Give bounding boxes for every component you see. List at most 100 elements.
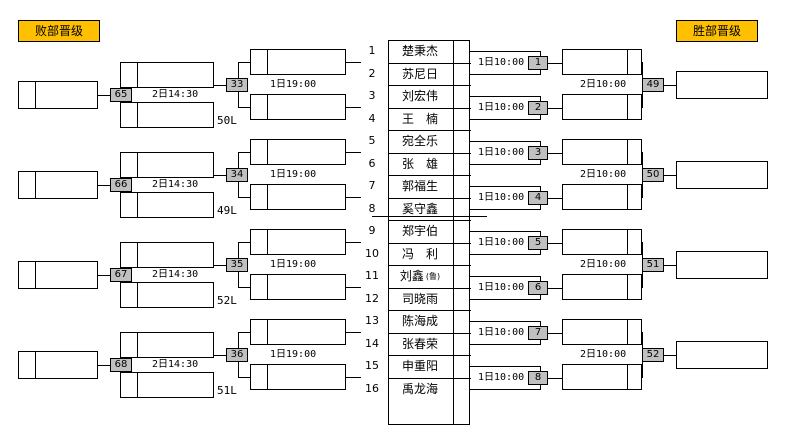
slot-divider <box>137 373 138 397</box>
match-number-badge[interactable]: 2 <box>528 101 548 115</box>
match-number-badge[interactable]: 34 <box>226 168 248 182</box>
connector-line <box>388 220 471 221</box>
losers-qualified-slot <box>18 81 98 109</box>
losers-r1-slot <box>250 364 346 390</box>
losers-r2-slot <box>120 62 214 88</box>
connector-line <box>548 288 563 289</box>
player-name[interactable]: 宛全乐 <box>388 130 452 152</box>
match-number-badge[interactable]: 49 <box>642 78 664 92</box>
player-name[interactable]: 郑宇伯 <box>388 220 452 242</box>
slot-divider <box>267 185 268 209</box>
match-number-badge[interactable]: 65 <box>110 88 132 102</box>
losers-r2-slot <box>120 192 214 218</box>
connector-line <box>238 152 251 153</box>
connector-line <box>388 175 471 176</box>
match-number-badge[interactable]: 52 <box>642 348 664 362</box>
match-number-badge[interactable]: 5 <box>528 236 548 250</box>
connector-line <box>98 95 111 96</box>
slot-divider <box>267 230 268 254</box>
player-region-mark: (鲁) <box>425 271 441 281</box>
match-number-badge[interactable]: 8 <box>528 371 548 385</box>
player-name[interactable]: 陈海成 <box>388 310 452 332</box>
match-number-badge[interactable]: 6 <box>528 281 548 295</box>
dropin-label: 52L <box>217 294 237 307</box>
connector-line <box>214 265 227 266</box>
connector-line <box>548 243 563 244</box>
connector-line <box>238 107 251 108</box>
connector-line <box>388 378 471 379</box>
connector-line <box>346 62 361 63</box>
player-name-text: 郑宇伯 <box>401 224 438 238</box>
losers-r1-slot <box>250 139 346 165</box>
match-number-badge[interactable]: 66 <box>110 178 132 192</box>
match-number-badge[interactable]: 67 <box>110 268 132 282</box>
match-number-badge[interactable]: 1 <box>528 56 548 70</box>
slot-divider <box>137 193 138 217</box>
player-name[interactable]: 刘宏伟 <box>388 85 452 107</box>
match-number-badge[interactable]: 4 <box>528 191 548 205</box>
losers-r2-slot <box>120 332 214 358</box>
losers-r2-slot <box>120 242 214 268</box>
connector-line <box>214 175 227 176</box>
match-number-badge[interactable]: 36 <box>226 348 248 362</box>
connector-line <box>664 355 677 356</box>
player-name-text: 宛全乐 <box>401 134 438 148</box>
slot-divider <box>35 82 36 108</box>
connector-line <box>470 96 541 97</box>
player-name-text: 苏尼日 <box>401 67 438 81</box>
player-name[interactable]: 郭福生 <box>388 175 452 197</box>
player-name[interactable]: 奚守鑫 <box>388 198 452 220</box>
winners-qualified-slot <box>676 341 768 369</box>
connector-line <box>346 377 361 378</box>
connector-line <box>388 108 471 109</box>
connector-line <box>470 231 541 232</box>
seed-number: 4 <box>368 112 376 125</box>
match-number-badge[interactable]: 51 <box>642 258 664 272</box>
seed-number: 14 <box>365 337 379 350</box>
player-name-text: 楚秉杰 <box>401 44 438 58</box>
connector-line <box>470 209 541 210</box>
slot-divider <box>267 95 268 119</box>
connector-line <box>214 355 227 356</box>
slot-divider <box>627 275 628 299</box>
player-name-text: 冯 利 <box>401 247 438 261</box>
losers-r1-slot <box>250 184 346 210</box>
match-number-badge[interactable]: 50 <box>642 168 664 182</box>
player-name[interactable]: 张 雄 <box>388 153 452 175</box>
dropin-label: 50L <box>217 114 237 127</box>
connector-line <box>238 62 251 63</box>
match-number-badge[interactable]: 33 <box>226 78 248 92</box>
connector-line <box>470 389 541 390</box>
match-time: 2日10:00 <box>580 349 627 360</box>
slot-divider <box>35 352 36 378</box>
match-number-badge[interactable]: 35 <box>226 258 248 272</box>
match-time: 2日14:30 <box>152 179 199 190</box>
player-name[interactable]: 刘鑫(鲁) <box>388 265 452 287</box>
winners-r2-slot <box>562 94 642 120</box>
match-time: 1日10:00 <box>478 102 525 113</box>
connector-line <box>548 153 563 154</box>
player-name[interactable]: 张春荣 <box>388 333 452 355</box>
player-name[interactable]: 申重阳 <box>388 355 452 377</box>
player-name[interactable]: 苏尼日 <box>388 63 452 85</box>
match-time: 1日10:00 <box>478 237 525 248</box>
player-name[interactable]: 司晓雨 <box>388 288 452 310</box>
player-name[interactable]: 禹龙海 <box>388 378 452 400</box>
match-number-badge[interactable]: 7 <box>528 326 548 340</box>
player-name[interactable]: 楚秉杰 <box>388 40 452 62</box>
connector-line <box>470 51 541 52</box>
seed-number: 6 <box>368 157 376 170</box>
slot-divider <box>35 262 36 288</box>
connector-line <box>664 85 677 86</box>
winners-r2-slot <box>562 319 642 345</box>
player-name[interactable]: 冯 利 <box>388 243 452 265</box>
losers-qualified-slot <box>18 351 98 379</box>
match-time: 1日19:00 <box>270 79 317 90</box>
player-name[interactable]: 王 楠 <box>388 108 452 130</box>
match-number-badge[interactable]: 68 <box>110 358 132 372</box>
winners-r2-slot <box>562 139 642 165</box>
seed-number: 7 <box>368 179 376 192</box>
connector-line <box>388 333 471 334</box>
match-number-badge[interactable]: 3 <box>528 146 548 160</box>
slot-divider <box>137 103 138 127</box>
